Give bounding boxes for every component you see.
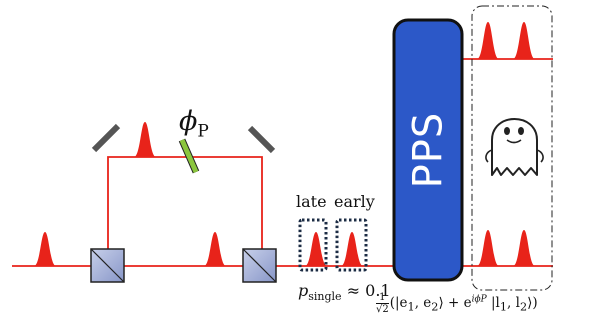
beamsplitter-right-icon: [242, 248, 277, 283]
beamsplitter-left-icon: [90, 248, 125, 283]
state-equation: 1√2(|e1, e2⟩ + eiϕP |l1, l2⟩): [376, 292, 538, 315]
output-pulse-bottom-2: [513, 230, 535, 266]
ghost-icon: [485, 118, 544, 176]
output-pulse-bottom-1: [477, 230, 499, 266]
phase-symbol: ϕ: [179, 106, 198, 137]
output-pulse-top-2: [513, 22, 535, 59]
phase-subscript: P: [197, 121, 209, 142]
mirror-right-icon: [247, 125, 276, 154]
state-part-f: |l: [486, 295, 500, 311]
prob-value: ≈ 0.1: [341, 281, 391, 300]
state-part-h: , l: [507, 295, 520, 311]
early-pulse: [341, 232, 363, 266]
prob-subscript: single: [308, 290, 342, 304]
state-exponent: iϕP: [471, 294, 487, 305]
state-part-j: ⟩): [527, 295, 538, 311]
state-part-b: 1: [407, 300, 415, 314]
state-fraction: 1√2: [376, 292, 389, 315]
late-pulse: [305, 232, 327, 266]
state-part-g: 1: [499, 300, 508, 314]
state-fraction-num: 1: [376, 292, 389, 304]
state-part-i: 2: [519, 300, 528, 314]
late-label: late: [296, 192, 327, 211]
early-label: early: [334, 192, 375, 211]
delay-arm-line: [107, 156, 263, 266]
mid-pulse: [204, 232, 226, 266]
late-dotted-box: [298, 218, 328, 272]
probability-label: psingle ≈ 0.1: [298, 281, 391, 303]
pps-label: PPS: [405, 111, 452, 189]
state-part-d: 2: [431, 300, 439, 314]
arm-pulse: [134, 122, 156, 157]
state-fraction-den: √2: [376, 304, 389, 315]
output-pulse-top-1: [477, 22, 499, 59]
phase-plate-fill: [179, 138, 199, 174]
mirror-left-icon: [91, 123, 121, 153]
early-dotted-box: [335, 218, 368, 272]
pps-block: [392, 18, 464, 282]
input-pulse: [34, 232, 56, 266]
pulses: [34, 22, 535, 266]
state-part-a: (|e: [389, 295, 408, 311]
state-part-c: , e: [414, 295, 432, 311]
pps-label-wrap: PPS: [394, 20, 462, 280]
state-part-e: ⟩ + e: [438, 295, 472, 311]
output-dashdot-box: [471, 5, 553, 291]
phase-label: ϕP: [179, 106, 209, 141]
prob-symbol: p: [298, 281, 309, 300]
